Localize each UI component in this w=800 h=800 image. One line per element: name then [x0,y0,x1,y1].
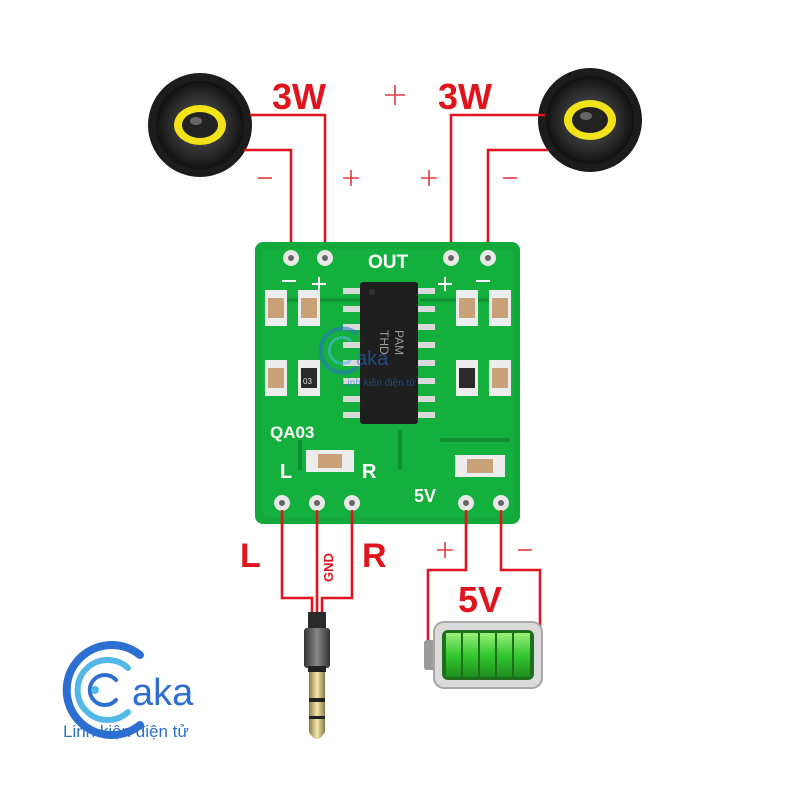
logo-text: aka [132,672,194,714]
input-wires [280,510,354,615]
amplifier-board: OUT PAM THD [255,242,520,524]
speaker-right-power-label: 3W [438,76,492,117]
speaker-wires [244,113,548,255]
input-right-label: R [362,537,387,575]
board-left-mark: L [280,461,292,483]
capacitor-mark: 03 [303,377,312,386]
polarity-signs [258,85,532,558]
amplifier-chip: PAM THD [343,282,435,424]
input-left-label: L [240,537,261,575]
smd-components-left: 03 [265,290,320,396]
logo-subtitle: Linh kiện điện tử [63,722,189,741]
board-watermark: aka Linh kiện điện tử [318,326,416,389]
board-right-mark: R [362,461,377,483]
board-power-mark: 5V [414,486,436,506]
power-wires [426,510,542,655]
board-watermark-text: aka [356,348,389,370]
smd-components-right [456,290,511,396]
battery [424,621,543,689]
board-model: QA03 [270,423,314,442]
chip-text-line1: PAM [392,330,406,355]
board-watermark-subtitle: Linh kiện điện tử [342,377,416,389]
speaker-left [148,73,252,177]
chip-text-line2: THD [377,330,391,355]
power-supply-label: 5V [458,579,502,620]
input-gnd-label: GND [321,553,336,582]
out-label: OUT [368,252,409,273]
speaker-left-power-label: 3W [272,76,326,117]
audio-jack-plug [304,612,330,739]
speaker-right [538,68,642,172]
brand-logo: aka Linh kiện điện tử [62,641,194,741]
